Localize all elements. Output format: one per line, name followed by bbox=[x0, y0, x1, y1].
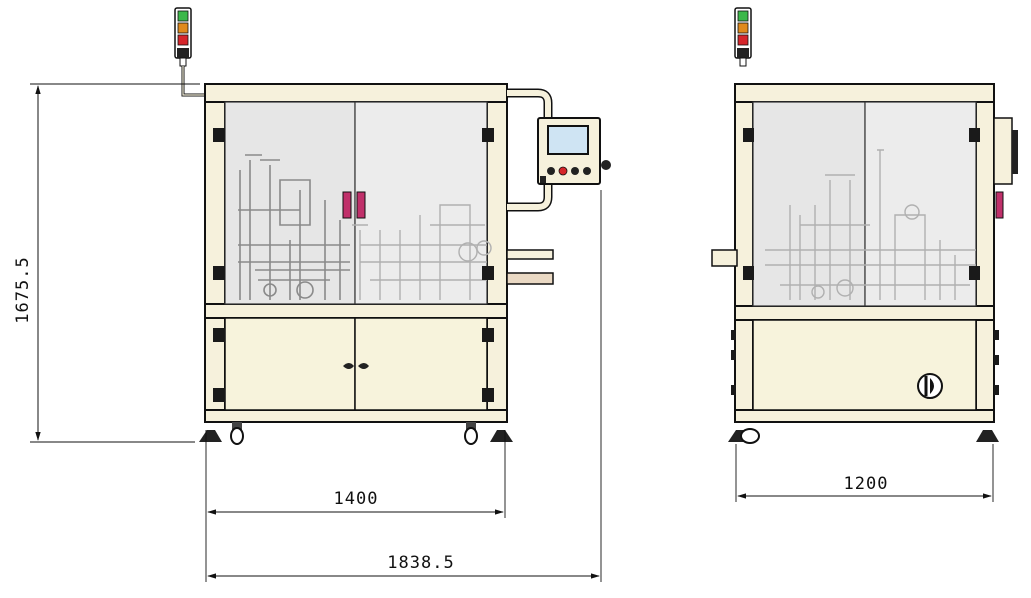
depth-dimension-label: 1200 bbox=[844, 474, 889, 494]
door-handle-right[interactable] bbox=[358, 363, 369, 369]
front-view bbox=[174, 7, 611, 445]
touch-panel-icon[interactable] bbox=[537, 117, 611, 185]
leveling-foot-icon bbox=[199, 430, 513, 442]
side-window-handle[interactable] bbox=[995, 191, 1004, 219]
conveyor-outfeed bbox=[506, 272, 554, 285]
side-mechanism bbox=[765, 149, 976, 300]
mid-rail bbox=[204, 303, 508, 319]
door-handle-left[interactable] bbox=[343, 363, 354, 369]
window-handle-left[interactable] bbox=[342, 191, 352, 219]
cabinet-door-right[interactable] bbox=[354, 317, 488, 411]
height-dimension-label: 1675.5 bbox=[13, 256, 33, 323]
overall-width-dimension-label: 1838.5 bbox=[387, 553, 454, 573]
side-bottom-rail bbox=[734, 409, 995, 423]
window-handle-right[interactable] bbox=[356, 191, 366, 219]
side-control-panel bbox=[993, 117, 1013, 185]
top-rail bbox=[204, 83, 508, 103]
bottom-rail bbox=[204, 409, 508, 423]
ventilation-fan-icon bbox=[917, 373, 943, 399]
signal-tower-icon bbox=[174, 7, 205, 97]
side-right-window bbox=[864, 101, 977, 307]
caster-wheel-icon bbox=[230, 422, 478, 445]
side-top-rail bbox=[734, 83, 995, 103]
side-view bbox=[711, 7, 1018, 444]
side-cabinet-panel bbox=[752, 319, 977, 411]
front-right-window bbox=[354, 101, 488, 305]
caster-wheel-icon bbox=[728, 428, 999, 444]
side-mid-rail bbox=[734, 305, 995, 321]
hinge-set bbox=[213, 128, 494, 402]
emergency-stop-icon[interactable] bbox=[601, 160, 611, 170]
side-left-window bbox=[752, 101, 866, 307]
side-conveyor-stub bbox=[711, 249, 738, 267]
front-mechanism bbox=[238, 154, 492, 300]
cabinet-door-left[interactable] bbox=[224, 317, 356, 411]
side-hinge-set bbox=[731, 128, 999, 395]
dimensions-group: 1675.5 1400 1838.5 1200 bbox=[13, 83, 994, 582]
conveyor-infeed bbox=[506, 249, 554, 260]
frame-width-dimension-label: 1400 bbox=[334, 489, 379, 509]
